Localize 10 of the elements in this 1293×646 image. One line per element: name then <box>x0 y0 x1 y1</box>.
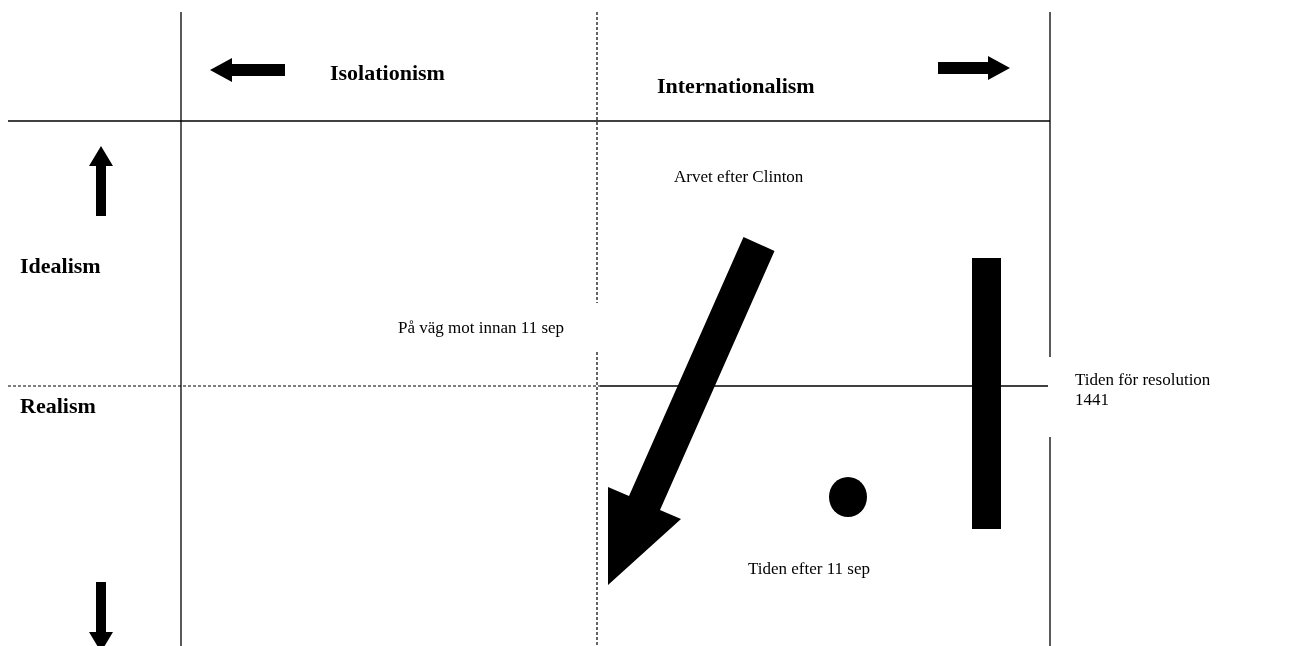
axis-label: Realism <box>20 393 96 420</box>
axis-label: Internationalism <box>657 73 815 100</box>
bar-marker <box>972 258 1001 529</box>
annotation-text: Tiden efter 11 sep <box>748 559 870 580</box>
axis-label: Isolationism <box>330 60 445 87</box>
annotation-text: Tiden för resolution 1441 <box>1075 370 1212 411</box>
annotation-text: Arvet efter Clinton <box>674 167 804 188</box>
dot-marker <box>829 477 867 517</box>
annotation-text: På väg mot innan 11 sep <box>398 318 565 339</box>
axis-label: Idealism <box>20 253 101 280</box>
